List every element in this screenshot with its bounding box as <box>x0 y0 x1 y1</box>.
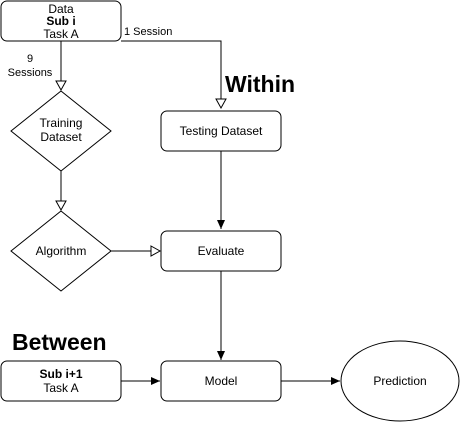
evaluate-node: Evaluate <box>160 230 282 272</box>
subject-next-node: Sub i+1 Task A <box>0 360 122 402</box>
prediction-label: Prediction <box>373 374 426 388</box>
data-node-line2: Sub i <box>46 14 75 28</box>
edge-data-to-testing <box>121 40 227 110</box>
subject-next-line1: Sub i+1 <box>39 367 82 381</box>
edge-label-one-session: 1 Session <box>124 26 172 38</box>
edge-label-nine: 9 <box>27 53 33 65</box>
within-heading: Within <box>225 71 295 97</box>
data-node-box <box>0 0 122 42</box>
prediction-node: Prediction <box>340 340 460 422</box>
data-node-line3: Task A <box>43 27 78 41</box>
training-dataset-line2: Dataset <box>40 130 82 144</box>
model-box <box>160 360 282 402</box>
data-node-line1: Data <box>48 2 74 16</box>
model-node: Model <box>160 360 282 402</box>
edge-label-sessions: Sessions <box>8 67 53 79</box>
training-dataset-line1: Training <box>40 116 83 130</box>
evaluate-label: Evaluate <box>198 244 245 258</box>
training-dataset-node: Training Dataset <box>10 90 112 172</box>
subject-next-box <box>0 360 122 402</box>
prediction-ellipse <box>340 340 460 422</box>
testing-dataset-box <box>160 110 282 152</box>
testing-dataset-label: Testing Dataset <box>180 124 263 138</box>
data-node: Data Sub i Task A <box>0 0 122 42</box>
training-dataset-diamond <box>10 90 112 172</box>
between-heading: Between <box>12 329 107 355</box>
model-label: Model <box>205 374 238 388</box>
algorithm-node: Algorithm <box>10 210 112 292</box>
evaluate-box <box>160 230 282 272</box>
subject-next-line2: Task A <box>43 381 78 395</box>
algorithm-label: Algorithm <box>36 244 87 258</box>
edges <box>55 40 340 385</box>
testing-dataset-node: Testing Dataset <box>160 110 282 152</box>
algorithm-diamond <box>10 210 112 292</box>
